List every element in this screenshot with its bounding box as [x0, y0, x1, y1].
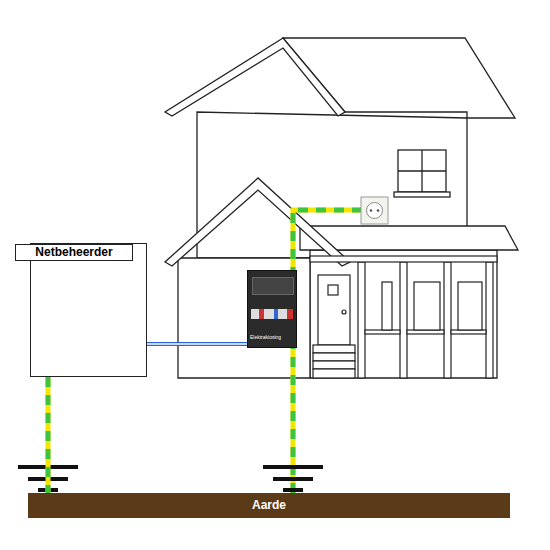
- ground-label: Aarde: [28, 498, 510, 513]
- porch-wall: [310, 250, 497, 378]
- earth-band: Aarde: [28, 493, 510, 518]
- earth-wire: [48, 377, 49, 493]
- breaker-panel: [252, 277, 294, 295]
- upper-roof: [283, 38, 515, 118]
- window: [394, 150, 450, 197]
- breaker-row: [251, 309, 293, 319]
- building-title: Netbeheerder: [15, 244, 133, 261]
- wall-socket: [361, 197, 388, 224]
- brand-label: Elektrakiosing: [250, 334, 281, 340]
- utility-building: Netbeheerder: [30, 243, 147, 377]
- earth-symbol: [263, 467, 323, 490]
- porch-posts: [310, 256, 497, 378]
- meter-cabinet: Elektrakiosing: [247, 270, 297, 348]
- lower-wall: [178, 258, 310, 378]
- upper-gable: [165, 38, 345, 116]
- door: [313, 275, 355, 378]
- lower-gable: [165, 178, 350, 266]
- supply-cable: [147, 344, 247, 345]
- earth-wire-house: [293, 210, 362, 495]
